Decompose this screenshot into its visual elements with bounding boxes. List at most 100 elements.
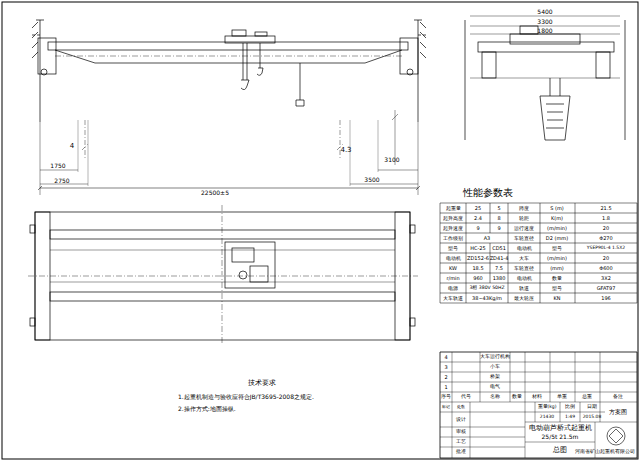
drawing-label: HC-25	[470, 246, 485, 251]
drawing-label: 1800	[537, 28, 552, 34]
drawing-label: YSEP90L-4 1.5X2	[587, 246, 625, 251]
drawing-label: 比例	[565, 405, 575, 410]
drawing-label: 数量	[512, 395, 522, 400]
drawing-label: 9	[476, 226, 479, 231]
drawing-label: 型号	[552, 246, 562, 251]
drawing-label: 重量(kg)	[538, 405, 557, 410]
drawing-label: 4	[444, 355, 447, 360]
drawing-label: 跨度	[519, 206, 529, 211]
drawing-label: 大车	[519, 256, 529, 261]
drawing-label: D2 (mm)	[546, 236, 568, 241]
drawing-label: 总重	[582, 395, 592, 400]
drawing-label: A3	[484, 236, 491, 241]
drawing-label: 处数	[457, 405, 465, 409]
drawing-label: 2.操作方式:地面操纵.	[178, 406, 236, 412]
drawing-label: 工艺	[456, 440, 466, 445]
drawing-label: 2750	[54, 178, 69, 184]
drawing-label: 起升高度	[443, 216, 463, 221]
drawing-label: 1.起重机制造与验收应符合JB/T3695-2008之规定.	[178, 394, 314, 400]
drawing-label: Φ270	[599, 236, 612, 241]
drawing-label: 2.4	[474, 216, 482, 221]
drawing-label: 25/5t 21.5m	[542, 434, 579, 440]
drawing-label: 3500	[364, 177, 379, 183]
drawing-label: 型号	[448, 246, 458, 251]
drawing-label: 25	[475, 206, 481, 211]
drawing-label: 3	[444, 365, 447, 370]
drawing-label: 21.5	[600, 206, 611, 211]
drawing-label: 河南省矿山起重机有限公司	[575, 450, 635, 455]
drawing-label: 代号	[461, 395, 471, 400]
drawing-label: 2	[444, 375, 447, 380]
drawing-label: 9	[497, 226, 500, 231]
drawing-label: (m/min)	[547, 256, 567, 261]
drawing-label: 桥架	[490, 375, 500, 380]
drawing-label: 18.5	[472, 266, 483, 271]
drawing-label: ZD152-6	[467, 256, 489, 261]
drawing-label: S (m)	[550, 206, 564, 211]
drawing-label: GFAT97	[597, 286, 616, 291]
drawing-label: 技术要求	[248, 380, 276, 387]
drawing-label: 7.5	[495, 266, 503, 271]
drawing-label: CD51	[492, 246, 506, 251]
drawing-label: 5	[497, 206, 500, 211]
drawing-label: 标记	[442, 405, 450, 409]
drawing-label: 3300	[537, 19, 552, 25]
drawing-label: 22500±5	[201, 190, 229, 196]
drawing-label: 备注	[613, 395, 623, 400]
drawing-label: KN	[553, 296, 560, 301]
drawing-label: 1380	[493, 276, 506, 281]
drawing-label: 20	[603, 256, 609, 261]
drawing-label: 960	[473, 276, 483, 281]
drawing-label: 最大轮压	[514, 296, 534, 301]
drawing-label: 电动机	[517, 276, 532, 281]
drawing-label: 4	[70, 143, 74, 150]
drawing-label: 工作级别	[443, 236, 463, 241]
drawing-label: 材料	[532, 395, 542, 400]
drawing-label: 小车	[490, 365, 500, 370]
drawing-label: 2015.08	[583, 415, 602, 420]
drawing-label: (m/min)	[547, 226, 567, 231]
drawing-label: 型号	[552, 286, 562, 291]
drawing-label: 电动机	[517, 246, 532, 251]
drawing-label: r/min	[446, 276, 459, 281]
drawing-label: 5400	[537, 9, 552, 15]
drawing-label: 1	[444, 385, 447, 390]
drawing-label: 8	[497, 216, 500, 221]
drawing-label: 序号	[441, 395, 451, 400]
drawing-label: 3X2	[601, 276, 611, 281]
drawing-label: 车轮直径	[514, 266, 534, 271]
drawing-label: 性能参数表	[463, 188, 513, 198]
drawing-label: 审核	[456, 430, 466, 435]
drawing-label: 3相 380V 50HZ	[469, 286, 504, 291]
drawing-label: 轮距	[519, 216, 529, 221]
drawing-label: 方案图	[609, 409, 627, 415]
drawing-label: 总图	[553, 447, 567, 454]
drawing-label: 电动机	[446, 256, 461, 261]
drawing-label: 21430	[540, 415, 554, 420]
drawing-label: 电动葫芦桥式起重机	[529, 425, 592, 432]
drawing-label: 起重量	[446, 206, 461, 211]
drawing-label: 大车轨道	[443, 296, 463, 301]
drawing-label: 车轮直径	[514, 236, 534, 241]
drawing-label: 轨道	[519, 286, 529, 291]
drawing-label: 196	[601, 296, 611, 301]
drawing-label: 名称	[490, 395, 500, 400]
drawing-label: 单重	[557, 395, 567, 400]
drawing-label: K(m)	[551, 216, 563, 221]
drawing-label: 日期	[587, 405, 597, 410]
drawing-label: 设计	[456, 418, 466, 423]
drawing-label: KW	[449, 266, 457, 271]
drawing-label: 电源	[448, 286, 458, 291]
drawing-label: Φ600	[599, 266, 612, 271]
drawing-label: 数量	[552, 276, 562, 281]
drawing-label: 20	[603, 226, 609, 231]
drawing-label: 起升速度	[443, 226, 463, 231]
drawing-label: 4.3	[340, 147, 351, 154]
drawing-label: 大车运行机构	[480, 355, 510, 360]
drawing-label: 运行速度	[514, 226, 534, 231]
drawing-label: 1.8	[602, 216, 610, 221]
drawing-label: 1:49	[565, 415, 575, 420]
drawing-label: ZD41-4	[490, 256, 509, 261]
